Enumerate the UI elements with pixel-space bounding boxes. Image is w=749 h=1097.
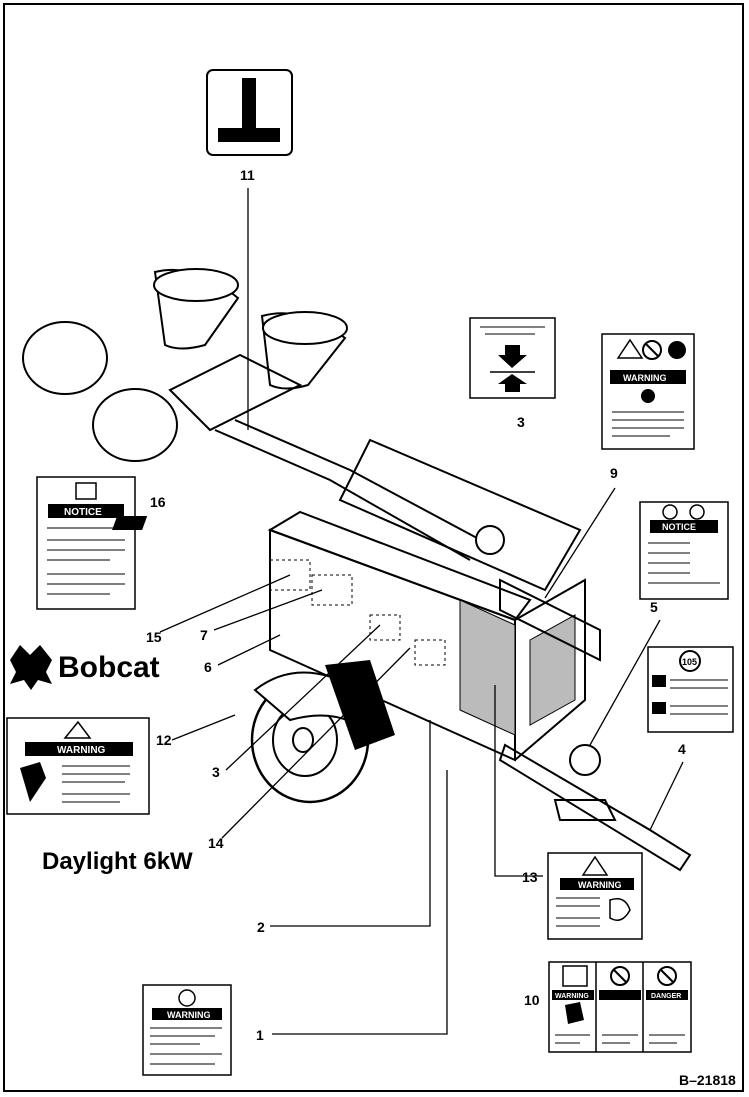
brand-name: Bobcat <box>58 651 160 684</box>
bobcat-logo-icon <box>10 645 52 690</box>
lightning-icon <box>63 720 92 739</box>
diagram-frame <box>3 3 744 1092</box>
radiation-icon <box>641 389 655 403</box>
svg-text:WARNING: WARNING <box>578 880 622 890</box>
svg-text:105: 105 <box>682 657 697 667</box>
generator-body <box>112 438 692 872</box>
decal-11-symbol <box>206 69 293 156</box>
floodlight-assembly <box>22 268 491 561</box>
arrow-down-icon <box>498 345 527 368</box>
callout-9: 9 <box>610 465 618 481</box>
callout-16: 15 <box>146 629 162 645</box>
callout-2: 2 <box>257 919 265 935</box>
svg-text:NOTICE: NOTICE <box>64 507 102 518</box>
callout-5: 5 <box>650 599 658 615</box>
trailer-wheel <box>250 660 395 804</box>
callout-11: 11 <box>240 167 255 183</box>
bobcat-brand: Bobcat <box>10 645 160 690</box>
decal-3-lift-point <box>469 317 556 399</box>
svg-text:WARNING: WARNING <box>167 1010 211 1020</box>
callout-12: 12 <box>156 732 172 748</box>
callout-3-bottom: 3 <box>212 764 220 780</box>
model-name: Daylight 6kW <box>42 848 193 875</box>
decal-14-notice: NOTICE <box>36 476 136 610</box>
svg-text:WARNING: WARNING <box>623 373 667 383</box>
callout-3-top: 3 <box>517 414 525 430</box>
svg-text:WARNING: WARNING <box>57 745 106 756</box>
hot-surface-icon <box>581 855 609 876</box>
arrow-up-icon <box>498 374 527 392</box>
decal-1-warning: WARNING <box>142 984 232 1076</box>
decal-speed-105: 105 <box>647 646 734 733</box>
callout-10: 10 <box>524 992 540 1008</box>
callout-13: 13 <box>522 869 538 885</box>
callout-1: 1 <box>256 1027 264 1043</box>
callout-6: 6 <box>204 659 212 675</box>
decal-radiation-warning: WARNING <box>601 333 695 450</box>
svg-text:WARNING: WARNING <box>555 993 589 1000</box>
svg-text:NOTICE: NOTICE <box>662 522 696 532</box>
callout-4: 4 <box>678 741 686 757</box>
decal-10-triple: WARNING DANGER <box>548 961 692 1053</box>
hazard-triangle-icon <box>616 338 644 359</box>
decal-12-warning: WARNING <box>6 717 150 815</box>
svg-text:DANGER: DANGER <box>651 993 681 1000</box>
figure-id: B–21818 <box>679 1072 736 1088</box>
decal-notice-right: NOTICE <box>639 501 729 600</box>
decal-13-warning: WARNING <box>547 852 643 940</box>
callout-15: 14 <box>208 835 224 851</box>
callout-14: 16 <box>150 494 166 510</box>
callout-7: 7 <box>200 627 208 643</box>
